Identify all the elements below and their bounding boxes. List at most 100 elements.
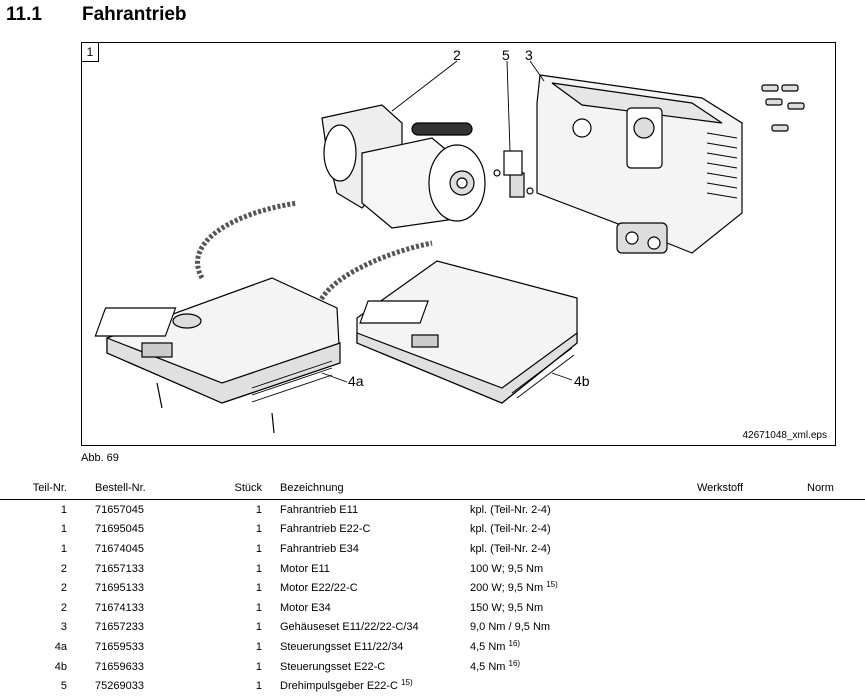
cell-teil-nr: 2 <box>0 598 67 618</box>
cell-info: 4,5 Nm 16) <box>470 657 697 677</box>
cell-teil-nr: 5 <box>0 676 67 696</box>
cell-bestell-nr: 71657045 <box>67 500 190 520</box>
header-norm: Norm <box>807 480 865 500</box>
cell-bezeichnung: Fahrantrieb E22-C <box>280 520 470 540</box>
cell-bestell-nr-text: 71674045 <box>95 542 144 555</box>
figure-caption: Abb. 69 <box>81 452 119 464</box>
cell-bezeichnung-text: Fahrantrieb E34 <box>280 542 359 555</box>
cell-stueck: 1 <box>190 637 280 657</box>
cell-bestell-nr: 71674133 <box>67 598 190 618</box>
cell-teil-nr-text: 2 <box>60 601 67 614</box>
cell-norm <box>807 539 865 559</box>
cell-teil-nr: 3 <box>0 618 67 638</box>
cell-stueck: 1 <box>190 520 280 540</box>
cell-norm <box>807 637 865 657</box>
cell-teil-nr-text: 3 <box>60 621 67 634</box>
cell-teil-nr: 4b <box>0 657 67 677</box>
cell-info: 150 W; 9,5 Nm <box>470 598 697 618</box>
cell-norm <box>807 618 865 638</box>
motor-drawing <box>321 104 486 229</box>
cell-norm <box>807 598 865 618</box>
cell-stueck: 1 <box>190 539 280 559</box>
cell-info-text: 150 W; 9,5 Nm <box>470 601 544 614</box>
cell-bezeichnung-text: Gehäuseset E11/22/22-C/34 <box>280 621 419 634</box>
cell-info <box>470 676 697 696</box>
encoder-drawing <box>493 150 534 198</box>
cell-bestell-nr: 71659533 <box>67 637 190 657</box>
cell-info-text: 4,5 Nm <box>470 660 506 673</box>
footnote-ref: 15) <box>546 580 558 590</box>
section-header: 11.1 Fahrantrieb <box>0 0 865 30</box>
cell-werkstoff <box>697 637 807 657</box>
cell-info-text: kpl. (Teil-Nr. 2-4) <box>470 542 551 555</box>
cell-bezeichnung-text: Motor E34 <box>280 601 331 614</box>
cell-stueck-text: 1 <box>255 562 262 575</box>
cell-bezeichnung-text: Fahrantrieb E11 <box>280 503 359 516</box>
cell-werkstoff <box>697 578 807 598</box>
cell-teil-nr-text: 1 <box>60 523 67 536</box>
cell-bestell-nr-text: 75269033 <box>95 680 144 693</box>
header-stueck: Stück <box>190 480 280 500</box>
cell-stueck-text: 1 <box>255 601 262 614</box>
footnote-ref: 16) <box>508 638 521 648</box>
cell-info-text: kpl. (Teil-Nr. 2-4) <box>470 503 551 516</box>
cell-norm <box>807 520 865 540</box>
callout-4b: 4b <box>574 373 590 389</box>
cell-bezeichnung: Motor E11 <box>280 559 470 579</box>
cell-teil-nr: 4a <box>0 637 67 657</box>
cell-bestell-nr-text: 71674133 <box>95 601 144 614</box>
cell-bestell-nr: 71695045 <box>67 520 190 540</box>
cell-bezeichnung: Motor E22/22-C <box>280 578 470 598</box>
cell-stueck-text: 1 <box>255 640 262 653</box>
cell-info: kpl. (Teil-Nr. 2-4) <box>470 500 697 520</box>
cell-bestell-nr: 71657233 <box>67 618 190 638</box>
cell-info: kpl. (Teil-Nr. 2-4) <box>470 520 697 540</box>
cell-teil-nr-text: 1 <box>60 503 67 516</box>
cell-bestell-nr-text: 71657133 <box>95 562 144 575</box>
cell-teil-nr-text: 2 <box>60 562 67 575</box>
cell-stueck-text: 1 <box>255 621 262 634</box>
cell-stueck: 1 <box>190 559 280 579</box>
cell-teil-nr-text: 4b <box>54 660 67 673</box>
cell-werkstoff <box>697 598 807 618</box>
cell-werkstoff <box>697 539 807 559</box>
cell-info-text: 100 W; 9,5 Nm <box>470 562 544 575</box>
cell-stueck: 1 <box>190 676 280 696</box>
cell-werkstoff <box>697 618 807 638</box>
cell-info-text: kpl. (Teil-Nr. 2-4) <box>470 523 551 536</box>
callout-5: 5 <box>502 47 510 63</box>
figure-index: 1 <box>82 43 99 62</box>
cell-werkstoff <box>697 657 807 677</box>
cell-bezeichnung: Drehimpulsgeber E22-C 15) <box>280 676 470 696</box>
cell-bezeichnung-text: Fahrantrieb E22-C <box>280 523 371 536</box>
cell-werkstoff <box>697 500 807 520</box>
cell-stueck: 1 <box>190 578 280 598</box>
cell-info: 200 W; 9,5 Nm 15) <box>470 578 697 598</box>
cell-teil-nr-text: 4a <box>54 640 67 653</box>
cell-bezeichnung: Motor E34 <box>280 598 470 618</box>
parts-table: Teil-Nr. Bestell-Nr. Stück Bezeichnung W… <box>0 480 865 696</box>
cell-bestell-nr-text: 71659533 <box>95 640 144 653</box>
cell-bestell-nr: 75269033 <box>67 676 190 696</box>
cell-bezeichnung-text: Steuerungsset E11/22/34 <box>280 640 404 653</box>
cell-stueck: 1 <box>190 598 280 618</box>
header-bezeichnung: Bezeichnung <box>280 480 470 500</box>
parts-table-header: Teil-Nr. Bestell-Nr. Stück Bezeichnung W… <box>0 480 865 500</box>
cell-bestell-nr: 71659633 <box>67 657 190 677</box>
cell-bezeichnung-text: Drehimpulsgeber E22-C <box>280 680 398 693</box>
cell-bezeichnung-text: Motor E22/22-C <box>280 582 358 595</box>
table-row: 2 71674133 1 Motor E34 150 W; 9,5 Nm <box>0 598 865 618</box>
cell-stueck: 1 <box>190 657 280 677</box>
cell-stueck: 1 <box>190 500 280 520</box>
cell-stueck-text: 1 <box>255 503 262 516</box>
cell-teil-nr: 2 <box>0 578 67 598</box>
cell-teil-nr-text: 1 <box>60 542 67 555</box>
cell-info-text: 200 W; 9,5 Nm <box>470 582 544 595</box>
controller-4b-drawing <box>356 260 578 404</box>
